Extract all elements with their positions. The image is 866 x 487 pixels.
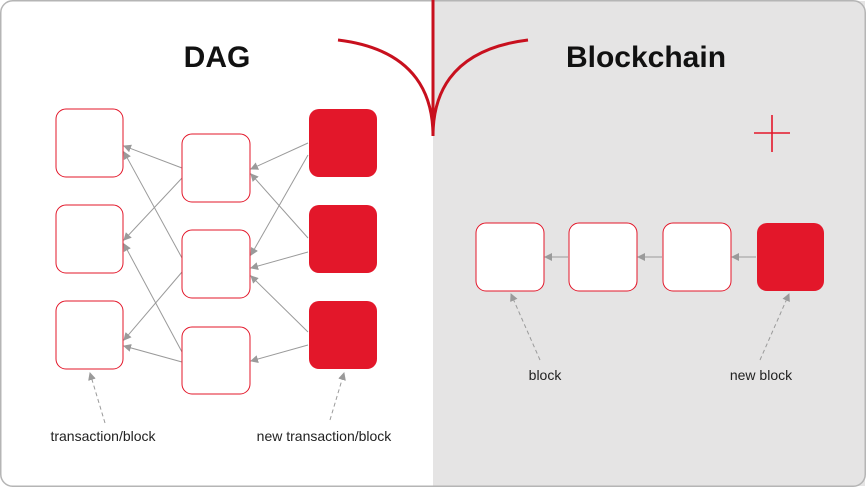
blockchain-title: Blockchain <box>566 41 726 74</box>
chain-pointers <box>510 293 790 361</box>
dag-new-block-1 <box>309 109 377 177</box>
dag-title: DAG <box>184 41 251 74</box>
center-divider <box>337 0 529 137</box>
dag-label-new: new transaction/block <box>257 428 393 444</box>
chain-block-1 <box>475 222 545 292</box>
dag-block-2 <box>55 204 124 274</box>
dag-nodes <box>55 108 377 395</box>
dag-edges <box>123 142 309 363</box>
dag-block-5 <box>181 229 251 299</box>
chain-nodes <box>475 222 824 292</box>
chain-block-2 <box>568 222 638 292</box>
dag-new-block-2 <box>309 205 377 273</box>
dag-label-block: transaction/block <box>50 428 156 444</box>
chain-label-block: block <box>529 367 563 383</box>
chain-label-new: new block <box>730 367 793 383</box>
plus-icon <box>754 115 790 152</box>
dag-pointers <box>88 372 346 424</box>
dag-block-1 <box>55 108 124 178</box>
dag-block-6 <box>181 326 251 395</box>
dag-new-block-3 <box>309 301 377 369</box>
dag-block-4 <box>181 133 251 203</box>
chain-new-block <box>757 223 824 291</box>
dag-block-3 <box>55 300 124 370</box>
chain-block-3 <box>662 222 732 292</box>
